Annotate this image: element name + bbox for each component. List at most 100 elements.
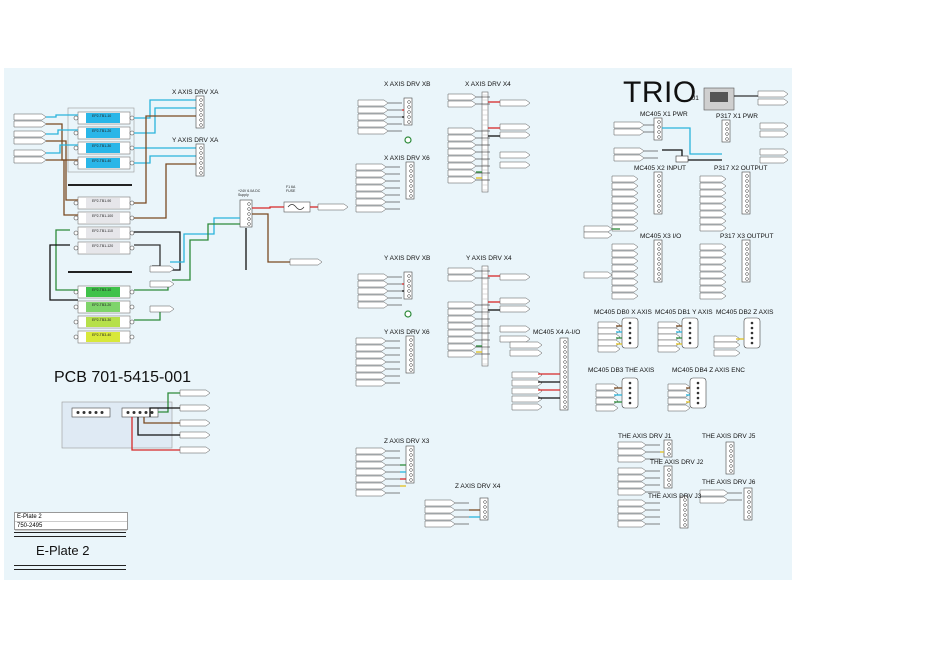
heading-the-axis-drv-j2: THE AXIS DRV J2 (650, 459, 704, 466)
connector-pin (409, 473, 413, 477)
connector-pin (247, 202, 251, 206)
db-pin (628, 321, 632, 325)
wire-tag (617, 520, 647, 528)
wire (46, 129, 78, 135)
connector-pin (657, 199, 661, 203)
p317-x1-connector (721, 119, 731, 143)
terminal-screw (129, 289, 135, 295)
connector-pin (745, 204, 749, 208)
terminal-block-label: EP2-TB1-10 (92, 114, 112, 118)
wire (134, 163, 196, 219)
connector-pin (409, 448, 413, 452)
connector-pin (745, 189, 749, 193)
terminal-block-fill (86, 317, 120, 327)
heading-y-axis-drv-xb: Y AXIS DRV XB (384, 255, 431, 262)
wire-tag (657, 327, 681, 335)
heading-mc405-x4-io: MC405 X4 A-I/O (533, 329, 581, 336)
connector-pin (667, 447, 671, 451)
wire (134, 155, 196, 164)
connector-pin (563, 345, 567, 349)
mc405-x3-connector (653, 239, 663, 283)
wire-tag (447, 169, 477, 177)
connector-pin (407, 289, 411, 293)
db-pin (696, 386, 700, 390)
db-pin (688, 331, 692, 335)
wire-tag (617, 506, 647, 514)
wire-tag (611, 203, 639, 211)
connector-pin (667, 483, 671, 487)
connector-pin (745, 277, 749, 281)
wire-tag (597, 345, 621, 353)
wire-tag (699, 496, 729, 504)
terminal-block-fill (86, 243, 120, 253)
connector-pin (745, 174, 749, 178)
wire (158, 392, 180, 413)
wire-tag (611, 250, 639, 258)
wire-tag (511, 379, 543, 387)
terminal-block-fill (86, 198, 120, 208)
wire-tag (699, 224, 727, 232)
terminal-block-fill (86, 332, 120, 342)
terminal-screw (73, 215, 79, 221)
connector-pin (747, 495, 751, 499)
pcb-pin (150, 411, 154, 414)
fuse-label: F1 6A FUSE (286, 185, 296, 193)
ground-lug (404, 310, 412, 318)
wire-tag (667, 397, 691, 405)
wire-tag (13, 156, 47, 164)
terminal-block-label: EP2-TB1-30 (92, 144, 112, 148)
wire-tag (611, 182, 639, 190)
power-supply-label: +24V 6.0A DC Supply (238, 189, 261, 197)
wire-tag (355, 461, 387, 469)
wire-tag (357, 127, 389, 135)
connector-pin (483, 510, 487, 514)
wire (46, 140, 78, 201)
wire-tag (511, 371, 543, 379)
wire-tag (357, 106, 389, 114)
heading-x-axis-drv-x6: X AXIS DRV X6 (384, 155, 430, 162)
terminal-block-label: EP2-TB1-100 (92, 214, 114, 218)
terminal-screw (129, 160, 135, 166)
connector-pin (683, 498, 687, 502)
wire-tag (511, 387, 543, 395)
wire-tag (667, 383, 691, 391)
wire-tag (699, 217, 727, 225)
connector-pin (683, 508, 687, 512)
db-pin (628, 391, 632, 395)
wire-tag (613, 147, 645, 155)
connector-pin (729, 444, 733, 448)
terminal-screw (73, 334, 79, 340)
wire-tag (597, 321, 621, 329)
x4-connector (481, 265, 489, 367)
wire-tag (357, 120, 389, 128)
wire-tag (424, 520, 456, 528)
wire-tag (355, 379, 387, 387)
terminal-block-label: EP2-TB1-90 (92, 199, 112, 203)
connector-pin (657, 242, 661, 246)
wire-tag (447, 301, 477, 309)
db-pin (696, 401, 700, 405)
wire-tag (699, 175, 727, 183)
wire-tag (759, 148, 789, 156)
connector-pin (409, 194, 413, 198)
connector-pin (409, 368, 413, 372)
wire-tag (355, 372, 387, 380)
wire-tag (617, 481, 647, 489)
wire-tag (289, 258, 323, 266)
the-axis-drv-j6-connector (743, 487, 753, 521)
wire-tag (611, 189, 639, 197)
wire (172, 223, 240, 281)
wire-tag (13, 120, 47, 128)
wire-tag (657, 345, 681, 353)
wire-tag (149, 305, 175, 313)
terminal-block-fill (86, 228, 120, 238)
wire-tag (657, 321, 681, 329)
heading-p317-x1-pwr: P317 X1 PWR (716, 113, 758, 120)
terminal-block-fill (86, 143, 120, 153)
the-axis-drv-j2-connector (663, 465, 673, 489)
wire-tag (617, 467, 647, 475)
connector-pin (729, 464, 733, 468)
connector-pin (657, 277, 661, 281)
wire-tag (179, 389, 211, 397)
